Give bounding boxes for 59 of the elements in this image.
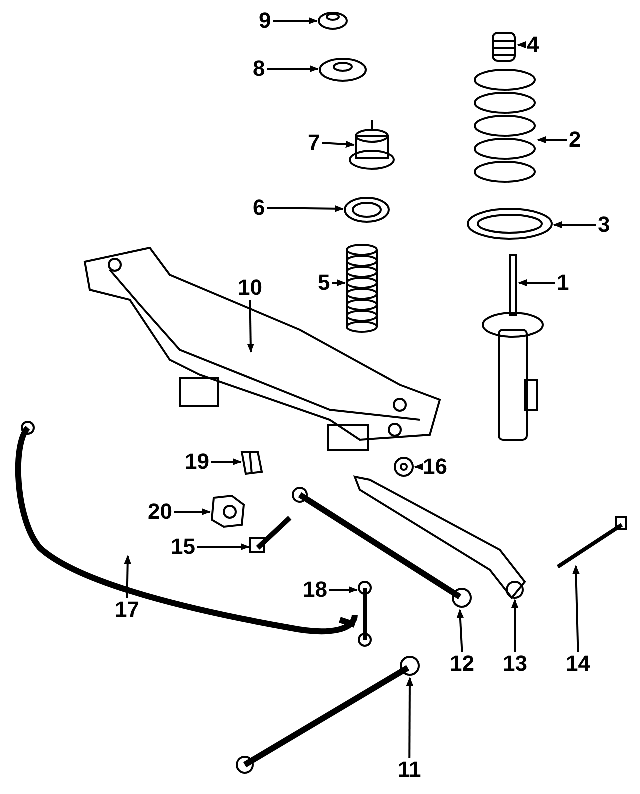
callout-number: 1 [557, 271, 570, 295]
leader-line [456, 609, 464, 652]
callout-number: 15 [171, 535, 196, 559]
callout-number: 7 [308, 131, 320, 155]
washer-drawing [318, 12, 348, 30]
trailing-arm-drawing [353, 476, 526, 600]
bushing-drawing [394, 457, 414, 477]
callout-number: 18 [303, 578, 328, 602]
leader-line [511, 599, 519, 652]
bracket-drawing [240, 451, 264, 476]
leader-line [211, 458, 242, 466]
strut-drawing [482, 254, 544, 441]
callout-number: 17 [115, 598, 140, 622]
crossmember-drawing [84, 246, 442, 451]
leader-line [174, 508, 211, 516]
clamp-drawing [210, 494, 246, 528]
bearing-ring-drawing [344, 197, 390, 223]
callout-number: 3 [598, 213, 610, 237]
callout-number: 8 [253, 57, 266, 81]
callout-number: 4 [527, 33, 540, 57]
callout-number: 11 [398, 758, 422, 782]
callout-number: 13 [503, 652, 528, 676]
leader-line [553, 221, 596, 229]
coil-spring-drawing [474, 69, 536, 183]
callout-number: 19 [185, 450, 210, 474]
leader-line [267, 205, 344, 212]
lateral-arm-drawing [292, 487, 472, 608]
leader-line [518, 279, 555, 287]
leader-line [329, 586, 358, 594]
leader-line [267, 65, 319, 73]
callout-number: 6 [253, 196, 266, 220]
bolt-drawing [249, 516, 292, 553]
mount-plate-drawing [319, 58, 367, 82]
callout-number: 16 [423, 455, 448, 479]
leader-line [197, 543, 250, 551]
callout-number: 12 [450, 652, 474, 676]
bump-stop-drawing [492, 32, 516, 62]
leader-line [414, 463, 424, 471]
stabilizer-link-drawing [358, 581, 372, 647]
callout-number: 9 [259, 9, 272, 33]
leader-line [332, 279, 346, 287]
leader-line [124, 555, 132, 598]
leader-line [406, 677, 414, 758]
strut-mount-drawing [349, 120, 395, 170]
leader-line [273, 17, 318, 25]
callout-number: 2 [569, 128, 582, 152]
leader-line [537, 136, 567, 144]
leader-line [322, 140, 355, 148]
leader-line [572, 565, 580, 652]
dust-boot-drawing [346, 244, 378, 333]
stabilizer-bar-drawing [15, 421, 358, 635]
callout-number: 14 [566, 652, 590, 676]
spring-seat-drawing [467, 208, 553, 240]
callout-number: 20 [148, 500, 172, 524]
callout-number: 10 [238, 276, 262, 300]
callout-number: 5 [318, 271, 330, 295]
leader-line [247, 300, 254, 353]
leader-line [517, 41, 526, 49]
long-bolt-drawing [556, 516, 627, 569]
